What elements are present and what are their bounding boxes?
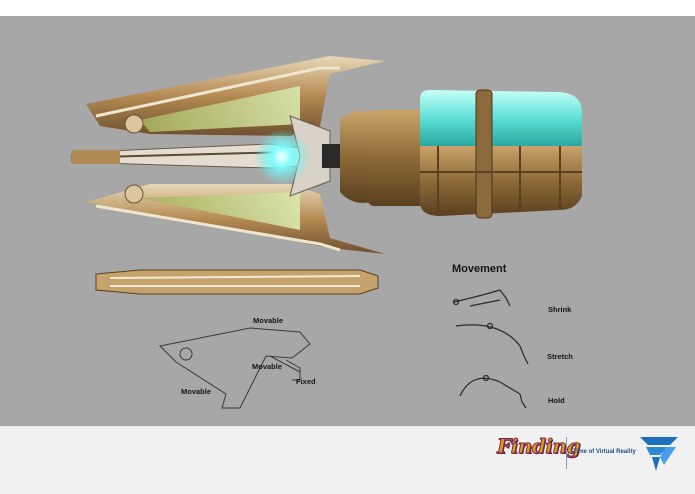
upper-arm	[86, 56, 385, 136]
barrel-body	[340, 89, 582, 219]
footer-bar	[0, 426, 695, 494]
hold-label: Hold	[548, 396, 565, 405]
fixed-label: Fixed	[296, 377, 316, 386]
concept-art-canvas: Movement Shrink Stretch Hold Movable Mov…	[0, 16, 695, 426]
brand-mark-icon	[640, 437, 678, 471]
lower-arm	[86, 184, 385, 254]
movable-label-middle: Movable	[252, 362, 283, 371]
device-illustration	[71, 56, 582, 409]
movement-title: Movement	[452, 263, 507, 275]
folded-side-view	[95, 269, 379, 295]
movable-label-bottom: Movable	[181, 387, 212, 396]
shrink-label: Shrink	[548, 305, 572, 314]
movable-label-top: Movable	[253, 316, 284, 325]
finding-logo: Finding	[497, 434, 581, 459]
connector-neck	[322, 144, 344, 168]
movement-sketches	[452, 289, 529, 409]
footer-tagline: Time of Virtual Reality	[573, 449, 636, 455]
mechanism-sketch	[158, 327, 311, 409]
footer-divider	[566, 437, 567, 469]
energy-glow	[254, 129, 310, 185]
stretch-label: Stretch	[547, 352, 573, 361]
